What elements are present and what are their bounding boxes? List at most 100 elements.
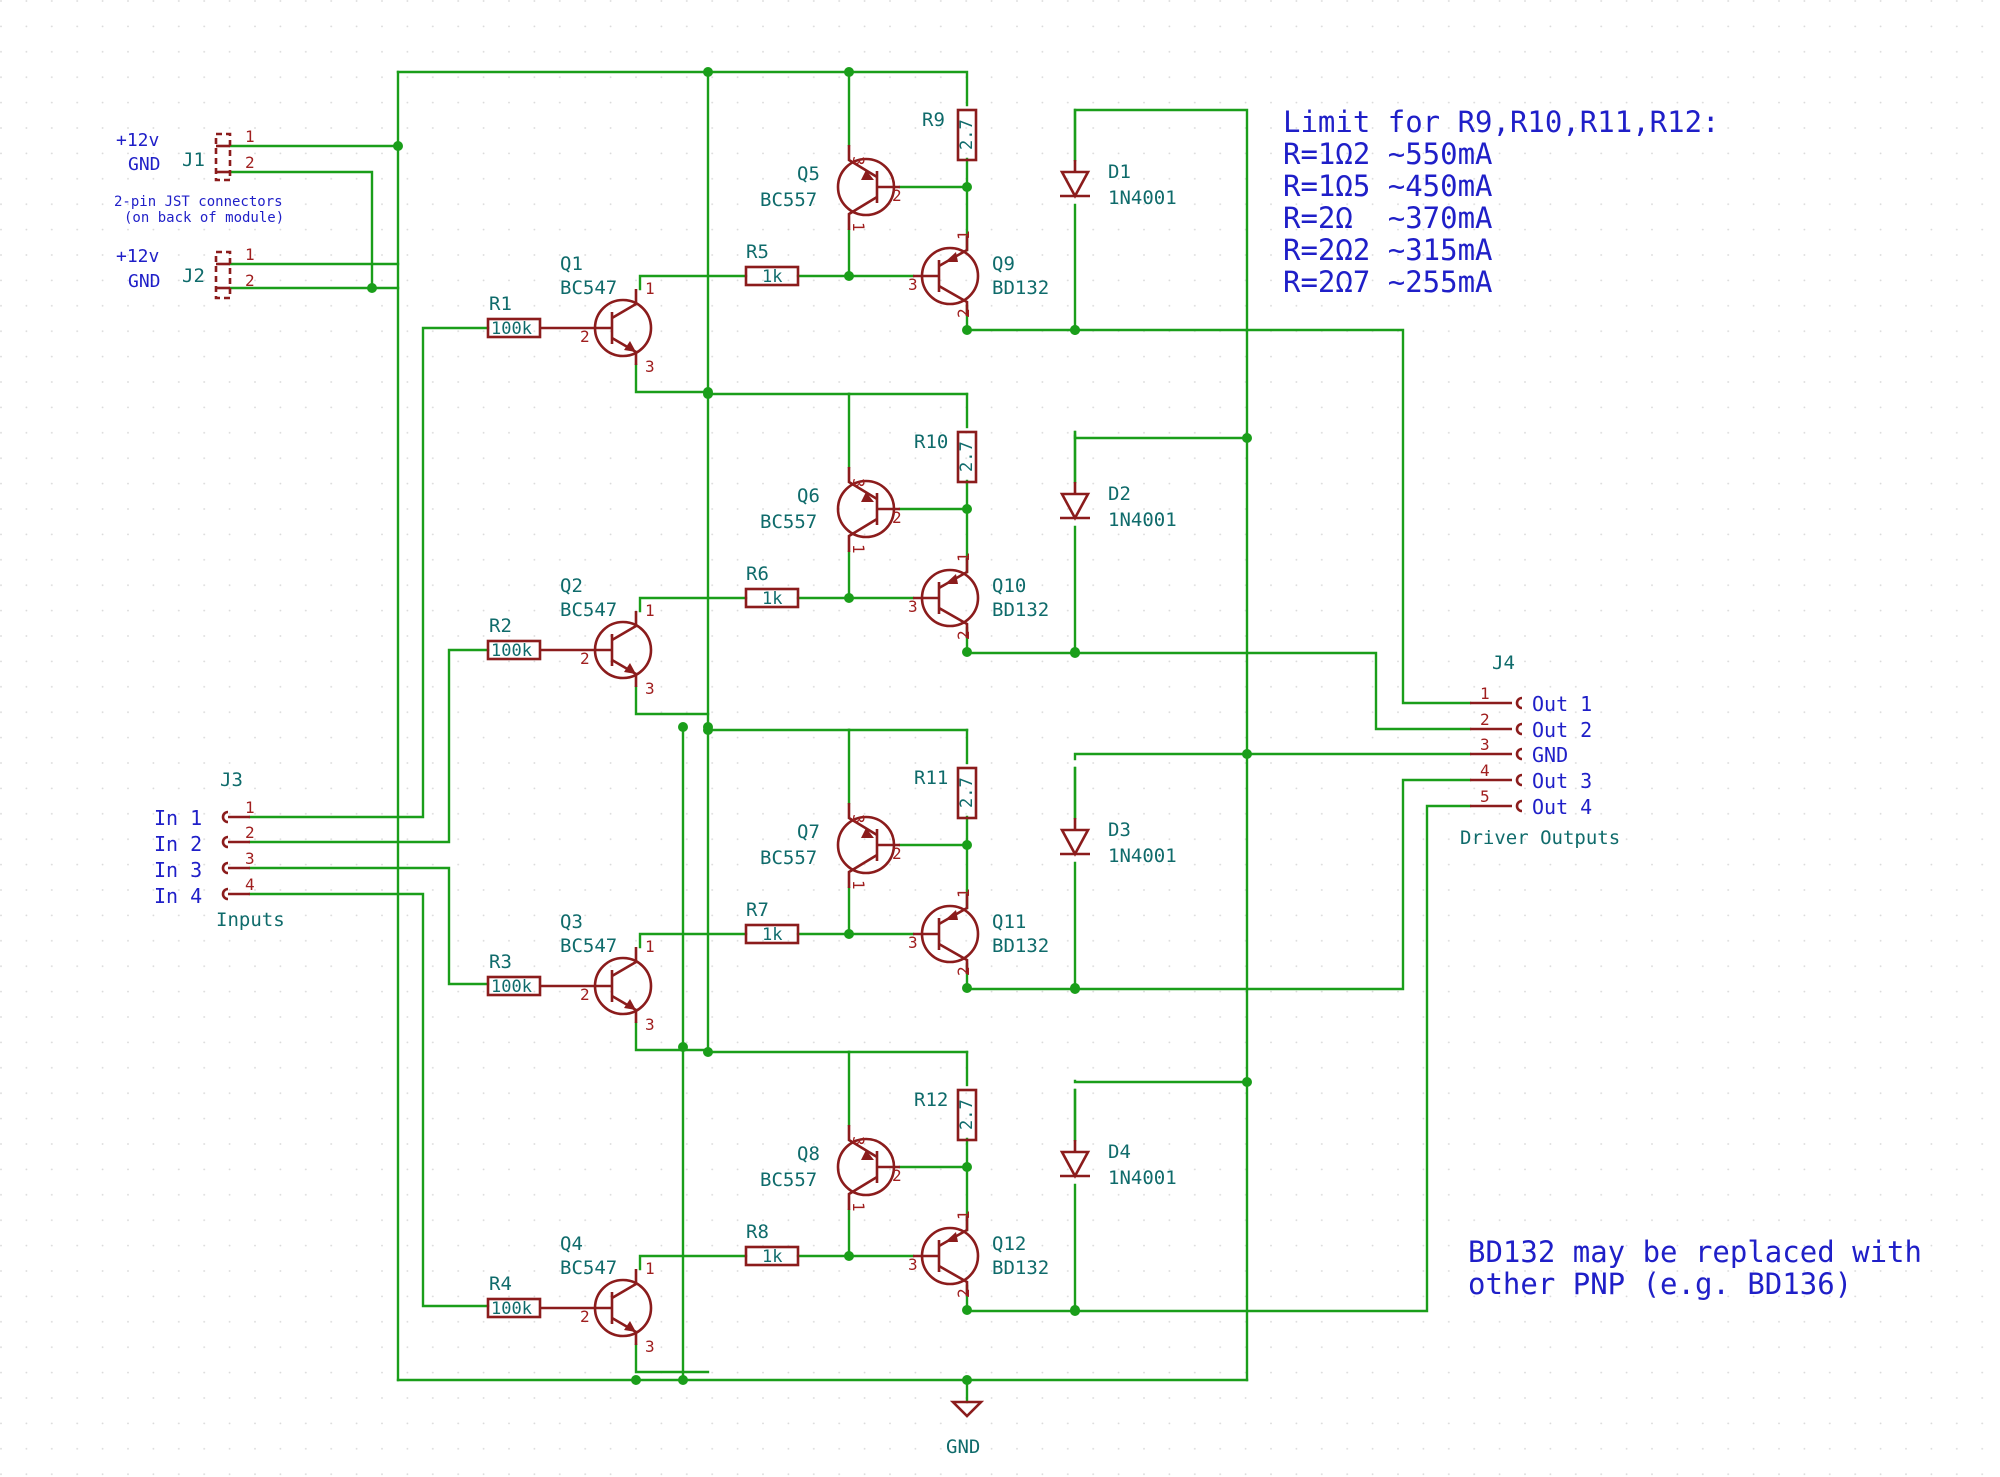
npn-transistor-value: BC547 (560, 277, 617, 299)
connector-j4: J4 1 Out 1 2 Out 2 3 GND 4 Out 3 (1460, 652, 1620, 849)
sense-transistor-value: BC557 (760, 511, 817, 533)
j2-pin-2: 2 (245, 271, 255, 290)
output-transistor-value: BD132 (992, 935, 1049, 957)
j3-pin-4: 4 (245, 875, 255, 894)
junction-dot (367, 283, 377, 293)
transistor-pin: 3 (645, 357, 655, 376)
junction-dot (631, 1375, 641, 1385)
j2-pin-1: 1 (245, 245, 255, 264)
j4-name: Driver Outputs (1460, 827, 1620, 849)
j3-name: Inputs (216, 909, 285, 931)
ground-label: GND (946, 1436, 980, 1458)
transistor-pin: 2 (580, 985, 590, 1004)
transistor-pin: 1 (954, 230, 973, 240)
junction-dot (703, 67, 713, 77)
flyback-diode-value: 1N4001 (1108, 509, 1177, 531)
sense-transistor-ref: Q5 (797, 163, 820, 185)
j3-label-in1: In 1 (154, 806, 202, 830)
transistor-pin: 2 (892, 1166, 902, 1185)
sense-resistor-value: 2.7 (957, 441, 977, 472)
sense-resistor-value: 2.7 (957, 119, 977, 150)
junction-dot (678, 1042, 688, 1052)
flyback-diode-value: 1N4001 (1108, 187, 1177, 209)
transistor-pin: 2 (954, 1288, 973, 1298)
transistor-pin: 1 (645, 279, 655, 298)
output-transistor-ref: Q11 (992, 911, 1026, 933)
limit-line-3: R=2Ω ~370mA (1283, 201, 1493, 235)
j3-pin-1: 1 (245, 798, 255, 817)
link-resistor-value: 1k (762, 925, 782, 945)
j4-ref: J4 (1492, 652, 1515, 674)
sense-resistor: R10 2.7 (914, 430, 978, 484)
npn-transistor-ref: Q3 (560, 911, 583, 933)
link-resistor-value: 1k (762, 1247, 782, 1267)
transistor-pin: 2 (954, 966, 973, 976)
sense-resistor-ref: R10 (914, 431, 948, 453)
junction-dot (962, 504, 972, 514)
base-resistor-ref: R3 (489, 951, 512, 973)
junction-dot (1242, 1077, 1252, 1087)
transistor-pin: 3 (908, 597, 918, 616)
limit-line-5: R=2Ω7 ~255mA (1283, 265, 1493, 299)
junction-dot (962, 840, 972, 850)
link-resistor-ref: R8 (746, 1221, 769, 1243)
base-resistor: R3 100k (486, 951, 580, 997)
sense-transistor-value: BC557 (760, 1169, 817, 1191)
ground-symbol: GND (946, 1400, 985, 1458)
transistor-pin: 1 (849, 1202, 868, 1212)
transistor-pin: 2 (580, 327, 590, 346)
link-resistor-ref: R5 (746, 241, 769, 263)
channel-wiring (634, 728, 1077, 1052)
junction-dot (703, 722, 713, 732)
sense-resistor-value: 2.7 (957, 1099, 977, 1130)
j3-label-in4: In 4 (154, 884, 202, 908)
output-transistor-value: BD132 (992, 599, 1049, 621)
connector-j3: J3 1 In 1 2 In 2 3 In 3 4 In 4 Inputs (154, 769, 285, 931)
junction-dot (962, 182, 972, 192)
j4-pin-row-4: 4 Out 3 (1470, 761, 1592, 793)
output-transistor-value: BD132 (992, 277, 1049, 299)
j2-label-12v: +12v (116, 246, 159, 267)
link-resistor-ref: R6 (746, 563, 769, 585)
junction-dot (1070, 1306, 1080, 1316)
transistor-pin: 1 (645, 937, 655, 956)
sense-transistor-ref: Q6 (797, 485, 820, 507)
channel-wiring (634, 70, 1077, 394)
jst-note-2: (on back of module) (124, 210, 284, 226)
junction-dot (962, 1162, 972, 1172)
junction-dot (1070, 648, 1080, 658)
transistor-pin: 2 (892, 844, 902, 863)
sense-resistor-value: 2.7 (957, 777, 977, 808)
j3-pin-row-1: 1 In 1 (154, 798, 255, 830)
output-transistor-ref: Q12 (992, 1233, 1026, 1255)
transistor-pin: 1 (849, 544, 868, 554)
base-resistor-value: 100k (491, 977, 532, 997)
output-transistor-value: BD132 (992, 1257, 1049, 1279)
link-resistor-ref: R7 (746, 899, 769, 921)
replace-line-2: other PNP (e.g. BD136) (1468, 1267, 1852, 1301)
base-resistor-value: 100k (491, 641, 532, 661)
transistor-pin: 3 (908, 933, 918, 952)
j3-pin-row-2: 2 In 2 (154, 823, 255, 856)
j2-label-gnd: GND (128, 271, 161, 292)
limit-line-1: R=1Ω2 ~550mA (1283, 137, 1493, 171)
base-resistor-value: 100k (491, 319, 532, 339)
jst-note-1: 2-pin JST connectors (114, 194, 283, 210)
sense-transistor-ref: Q8 (797, 1143, 820, 1165)
junction-dot (962, 647, 972, 657)
